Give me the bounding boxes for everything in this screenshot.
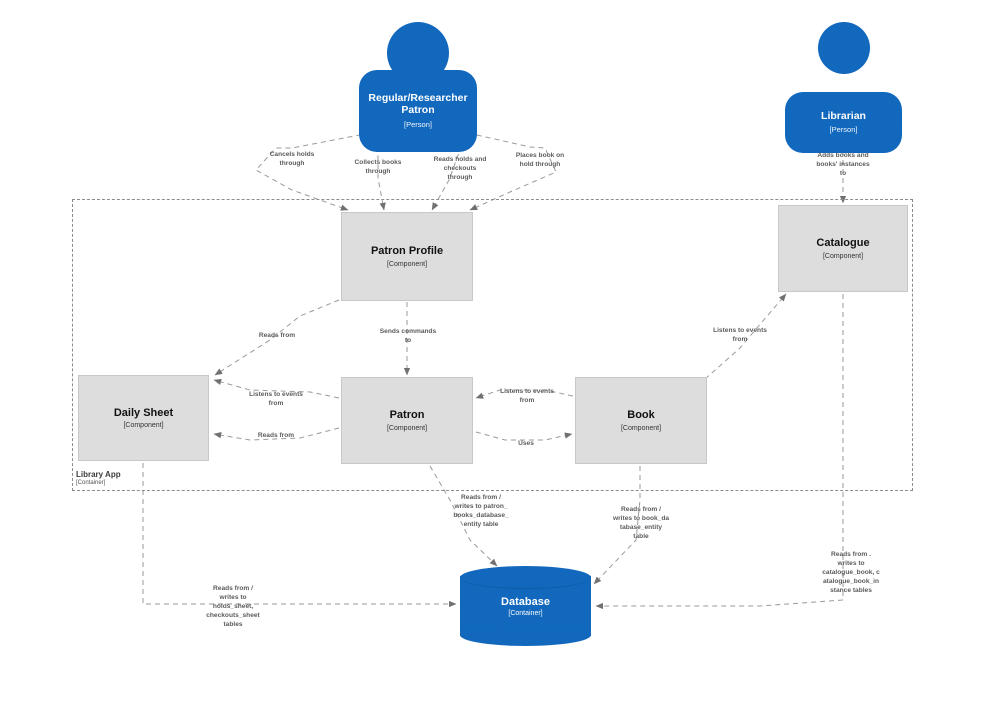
component-daily-sheet[interactable]: Daily Sheet [Component] — [78, 375, 209, 461]
component-technology: [Component] — [123, 422, 164, 430]
component-name: Patron Profile — [370, 245, 444, 258]
component-catalogue[interactable]: Catalogue [Component] — [778, 205, 908, 292]
person-regular-researcher-patron[interactable]: Regular/Researcher Patron [Person] — [359, 22, 477, 152]
database-container[interactable]: Database [Container] — [460, 566, 591, 646]
edge-label-cancels-holds-through: Cancels holds through — [269, 151, 315, 167]
person-librarian[interactable]: Librarian [Person] — [785, 22, 902, 153]
person-name: Librarian — [821, 109, 866, 122]
edge-label-catalogue-listens-to-events-from: Listens to events from — [713, 327, 767, 343]
component-technology: [Component] — [822, 252, 864, 260]
edge-label-patron-listens-to-events-from: Listens to events from — [500, 388, 554, 404]
database-technology: [Container] — [508, 609, 543, 617]
edge-label-collects-books-through: Collects books through — [354, 159, 402, 175]
component-name: Patron — [389, 409, 425, 422]
boundary-label-name: Library App — [76, 470, 121, 479]
boundary-library-app-label: Library App [Container] — [76, 470, 121, 486]
component-patron[interactable]: Patron [Component] — [341, 377, 473, 464]
edge-label-places-book-on-hold-through: Places book on hold through — [515, 152, 565, 168]
edge-label-patron-db-patron-books-table: Reads from / writes to patron_ books_dat… — [453, 494, 509, 528]
database-label: Database [Container] — [460, 566, 591, 646]
component-name: Book — [627, 409, 655, 422]
component-name: Catalogue — [816, 237, 870, 250]
person-head-icon — [817, 22, 870, 74]
boundary-label-tech: [Container] — [76, 479, 106, 486]
edge-label-reads-holds-and-checkouts-through: Reads holds and checkouts through — [433, 156, 487, 181]
component-technology: [Component] — [386, 424, 428, 432]
database-cylinder-bottom — [460, 624, 591, 646]
boundary-library-app — [72, 199, 913, 491]
edge-label-patron-profile-reads-from: Reads from — [258, 332, 296, 339]
person-body: Regular/Researcher Patron [Person] — [359, 70, 477, 152]
edge-label-sends-commands-to: Sends commands to — [379, 328, 437, 344]
edge-label-catalogue-db-catalogue-tables: Reads from . writes to catalogue_book, c… — [822, 551, 880, 594]
component-book[interactable]: Book [Component] — [575, 377, 707, 464]
component-patron-profile[interactable]: Patron Profile [Component] — [341, 212, 473, 301]
person-body: Librarian [Person] — [785, 92, 902, 153]
person-technology: [Person] — [404, 119, 432, 129]
edge-label-book-db-book-database-entity-table: Reads from / writes to book_da tabase_en… — [612, 506, 670, 540]
edge-label-uses: Uses — [518, 440, 534, 447]
edge-label-daily-sheet-db-holds-checkouts-tables: Reads from / writes to holds_sheet, chec… — [206, 585, 260, 628]
database-name: Database — [501, 595, 550, 608]
component-name: Daily Sheet — [113, 406, 174, 419]
database-cylinder-top — [460, 566, 591, 589]
edge-label-daily-sheet-reads-from: Reads from — [257, 432, 295, 439]
component-technology: [Component] — [620, 424, 662, 432]
person-name: Regular/Researcher Patron — [368, 92, 468, 116]
person-technology: [Person] — [829, 125, 858, 135]
component-technology: [Component] — [386, 260, 428, 268]
edge-label-daily-sheet-listens-to-events-from: Listens to events from — [249, 391, 303, 407]
edge-label-adds-books-and-books-instances-to: Adds books and books' instances to — [816, 152, 870, 177]
